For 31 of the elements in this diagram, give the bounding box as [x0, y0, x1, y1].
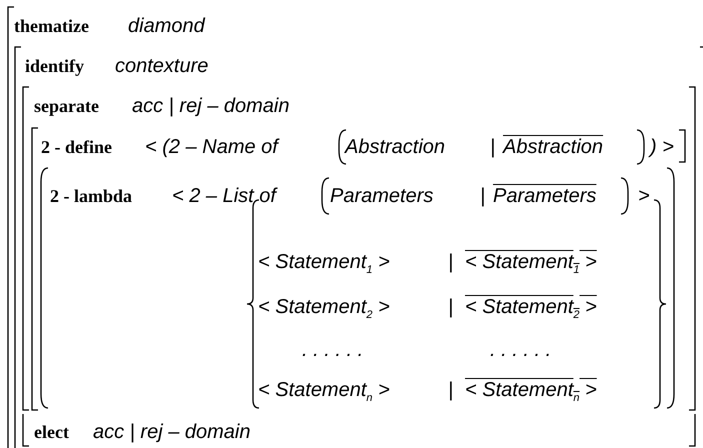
formula-text: . . . . . . [302, 338, 364, 362]
formula-text: acc | rej – domain [93, 420, 250, 444]
formula-text: < Statement$_{2}$ > [258, 295, 390, 323]
keyword-label: thematize [14, 15, 89, 38]
formula-text: Parameters [330, 184, 434, 208]
formula-text: diamond [128, 14, 205, 38]
overlined-formula-text: < Statement$_{n}$ > [465, 378, 597, 406]
formula-text: < 2 – List of [172, 184, 276, 208]
overlined-formula-text: < Statement$_{1}$ > [465, 250, 597, 278]
formula-text: . . . . . . [490, 338, 552, 362]
formula-text: < Statement$_{n}$ > [258, 378, 390, 406]
formula-text: ) > [650, 135, 674, 159]
formula-text: | [448, 295, 454, 319]
formula-text: | [490, 135, 496, 159]
formula-text: acc | rej – domain [132, 94, 290, 118]
formula-text: < (2 – Name of [145, 135, 278, 159]
keyword-label: separate [34, 95, 99, 118]
formula-text: | [480, 184, 486, 208]
formula-text: Abstraction [345, 135, 446, 159]
keyword-label: 2 - lambda [50, 185, 132, 208]
formula-text: | [448, 250, 454, 274]
keyword-label: identify [25, 55, 84, 78]
formula-text: < Statement$_{1}$ > [258, 250, 390, 278]
overlined-formula-text: Abstraction [503, 135, 604, 159]
overlined-formula-text: Parameters [493, 184, 596, 208]
formula-text: | [448, 378, 454, 402]
keyword-label: elect [34, 421, 69, 444]
formula-text: > [638, 184, 650, 208]
keyword-label: 2 - define [41, 136, 112, 159]
formula-text: contexture [115, 54, 208, 78]
overlined-formula-text: < Statement$_{2}$ > [465, 295, 597, 323]
